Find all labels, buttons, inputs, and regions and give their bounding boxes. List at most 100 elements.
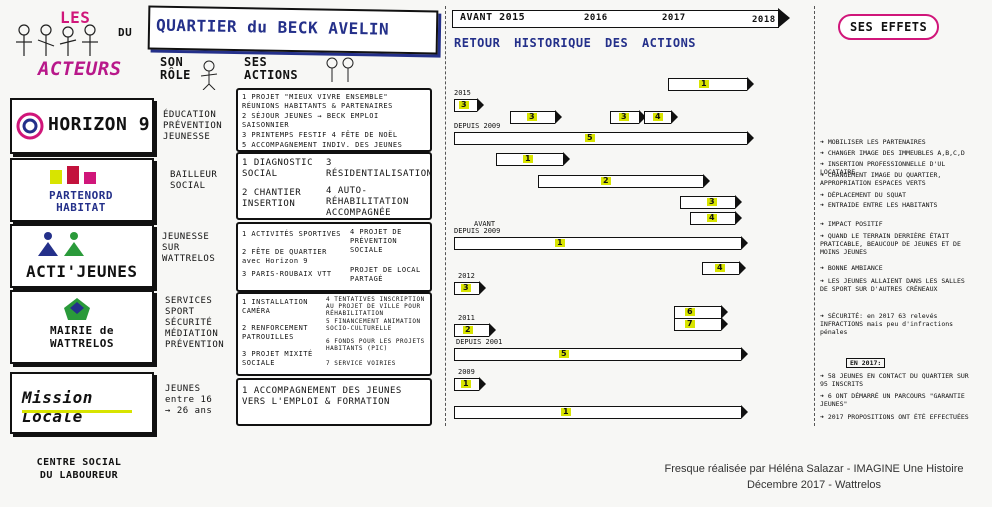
timeline-label: DEPUIS 2009	[454, 122, 501, 130]
actions-mairie: 1 INSTALLATION CAMÉRA 2 RENFORCEMENT PAT…	[236, 292, 432, 376]
action-number: 5	[585, 133, 595, 142]
effect-item: ➜ INSERTION PROFESSIONNELLE D'UL LOCATAI…	[820, 160, 946, 176]
effect-item: ➜ CHANGEMENT IMAGE DU QUARTIER, APPROPRI…	[820, 171, 942, 187]
action-item: 2 RENFORCEMENT PATROUILLES	[242, 324, 309, 341]
action-item: 3 PROJET MIXITÉ SOCIALE	[242, 350, 313, 367]
timeline-bar: 7	[674, 317, 728, 331]
actions-mission: 1 ACCOMPAGNEMENT DES JEUNES VERS L'EMPLO…	[236, 378, 432, 426]
effects-title: SES EFFETS	[838, 14, 940, 40]
action-item: 1 ACCOMPAGNEMENT DES JEUNES VERS L'EMPLO…	[242, 386, 402, 407]
timeline-bar: 2	[454, 323, 496, 337]
effect-item: ➜ 58 JEUNES EN CONTACT DU QUARTIER SUR 9…	[820, 372, 969, 388]
action-item: 1 PROJET "MIEUX VIVRE ENSEMBLE" RÉUNIONS…	[242, 93, 393, 110]
timeline-label: DEPUIS 2001	[456, 338, 503, 346]
mairie-logo-icon	[64, 298, 90, 320]
timeline-bar: 1	[496, 152, 570, 166]
action-number: 3	[461, 283, 471, 292]
du-label: DU	[118, 26, 133, 39]
action-item: 7 SERVICE VOIRIES	[326, 360, 396, 367]
people-doodle	[12, 22, 122, 68]
action-item: 3 PRINTEMPS FESTIF 4 FÊTE DE NOËL	[242, 131, 398, 139]
action-item: 1 ACTIVITÉS SPORTIVES	[242, 230, 342, 238]
effect-item: ➜ DÉPLACEMENT DU SQUAT	[820, 191, 907, 199]
actor-mission-locale: Mission Locale	[10, 372, 154, 434]
action-number: 1	[461, 379, 471, 388]
action-number: 5	[559, 349, 569, 358]
timeline-bar: 1	[454, 236, 748, 250]
action-item: PROJET DE LOCAL PARTAGÉ	[350, 266, 421, 283]
timeline-label: 2015	[454, 89, 471, 97]
actions-actijeunes: 1 ACTIVITÉS SPORTIVES 2 FÊTE DE QUARTIER…	[236, 222, 432, 292]
action-number: 1	[699, 79, 709, 88]
mission-underline	[22, 410, 132, 413]
credit-line2: Décembre 2017 - Wattrelos	[746, 479, 882, 491]
actor-actijeunes: ACTI'JEUNES	[10, 224, 154, 288]
actor-mairie: MAIRIE de WATTRELOS	[10, 290, 154, 364]
effect-item: ➜ 2017 PROPOSITIONS ONT ÉTÉ EFFECTUÉES	[820, 413, 969, 421]
action-number: 3	[707, 197, 717, 206]
action-item: 4 TENTATIVES INSCRIPTION AU PROJET DE VI…	[326, 296, 425, 317]
timeline-label: 2011	[458, 314, 475, 322]
son-role-header: SON RÔLE	[160, 55, 191, 82]
actions-doodle	[320, 56, 360, 92]
action-item: 1 INSTALLATION CAMÉRA	[242, 298, 309, 315]
timeline-label: DEPUIS 2009	[454, 227, 501, 235]
action-item: 2 SÉJOUR JEUNES → BECK EMPLOI SAISONNIER	[242, 112, 379, 129]
actor-name: Mission Locale	[22, 388, 93, 426]
timeline-bar: 5	[454, 347, 748, 361]
action-item: 2 FÊTE DE QUARTIER avec Horizon 9	[242, 248, 327, 265]
action-number: 3	[459, 100, 469, 109]
action-number: 6	[685, 307, 695, 316]
action-item: 3 PARIS-ROUBAIX VTT	[242, 270, 332, 278]
action-number: 1	[555, 238, 565, 247]
timeline-label: 2012	[458, 272, 475, 280]
year-2017: 2017	[662, 13, 686, 23]
timeline-arrow	[452, 10, 779, 28]
effect-item: ➜ 6 ONT DÉMARRÉ UN PARCOURS "GARANTIE JE…	[820, 392, 965, 408]
timeline-bar: 3	[454, 281, 486, 295]
credit-line1: Fresque réalisée par Héléna Salazar - IM…	[664, 463, 964, 475]
timeline-bar: 3	[680, 195, 742, 209]
actijeunes-logo-icon	[38, 232, 84, 256]
actions-partenord: 1 DIAGNOSTIC SOCIAL 2 CHANTIER INSERTION…	[236, 152, 432, 220]
action-item: 4 AUTO-RÉHABILITATION ACCOMPAGNÉE	[326, 186, 409, 218]
timeline-bar: 3	[510, 110, 562, 124]
effect-item: ➜ BONNE AMBIANCE	[820, 264, 883, 272]
timeline-bar: 3	[454, 98, 484, 112]
effect-item: ➜ MOBILISER LES PARTENAIRES	[820, 138, 926, 146]
timeline-arrow-head	[778, 8, 790, 28]
centre-social-label: CENTRE SOCIAL DU LABOUREUR	[36, 457, 122, 481]
horizon-logo-icon	[16, 112, 44, 140]
timeline-bar: 1	[668, 77, 754, 91]
quartier-banner: QUARTIER du BECK AVELIN	[147, 5, 439, 55]
action-item: 6 FONDS POUR LES PROJETS HABITANTS (PIC)	[326, 338, 425, 352]
timeline-bar: 1	[454, 377, 486, 391]
actor-name: PARTENORD HABITAT	[48, 189, 114, 214]
year-avant-2015: AVANT 2015	[460, 12, 526, 23]
action-number: 1	[561, 407, 571, 416]
action-item: 3 RÉSIDENTIALISATION	[326, 158, 433, 179]
timeline-bar: 1	[454, 405, 748, 419]
effect-item: ➜ QUAND LE TERRAIN DERRIÈRE ÉTAIT PRATIC…	[820, 232, 961, 256]
action-item: 5 ACCOMPAGNEMENT INDIV. DES JEUNES	[242, 141, 403, 149]
timeline-label: AVANT	[474, 220, 496, 228]
timeline-bar: 4	[702, 261, 746, 275]
action-number: 2	[601, 176, 611, 185]
quartier-title: QUARTIER du BECK AVELIN	[155, 15, 390, 39]
role-doodle	[197, 60, 221, 94]
les-title: LES	[60, 8, 91, 27]
action-number: 4	[707, 213, 717, 222]
effect-item: ➜ ENTRAIDE ENTRE LES HABITANTS	[820, 201, 938, 209]
timeline-bar: 3	[610, 110, 646, 124]
actor-name: HORIZON 9	[48, 114, 151, 135]
timeline-bar: 5	[454, 131, 754, 145]
divider-effects	[814, 6, 815, 426]
timeline-label: 2009	[458, 368, 475, 376]
role-actijeunes: JEUNESSE SUR WATTRELOS	[162, 232, 216, 264]
effect-item: EN 2017:	[846, 358, 886, 368]
actions-horizon9: 1 PROJET "MIEUX VIVRE ENSEMBLE" RÉUNIONS…	[236, 88, 432, 152]
action-number: 7	[685, 319, 695, 328]
action-number: 1	[523, 154, 533, 163]
role-mairie: SERVICES SPORT SÉCURITÉ MÉDIATION PRÉVEN…	[165, 296, 225, 350]
ses-actions-header: SES ACTIONS	[244, 55, 299, 82]
